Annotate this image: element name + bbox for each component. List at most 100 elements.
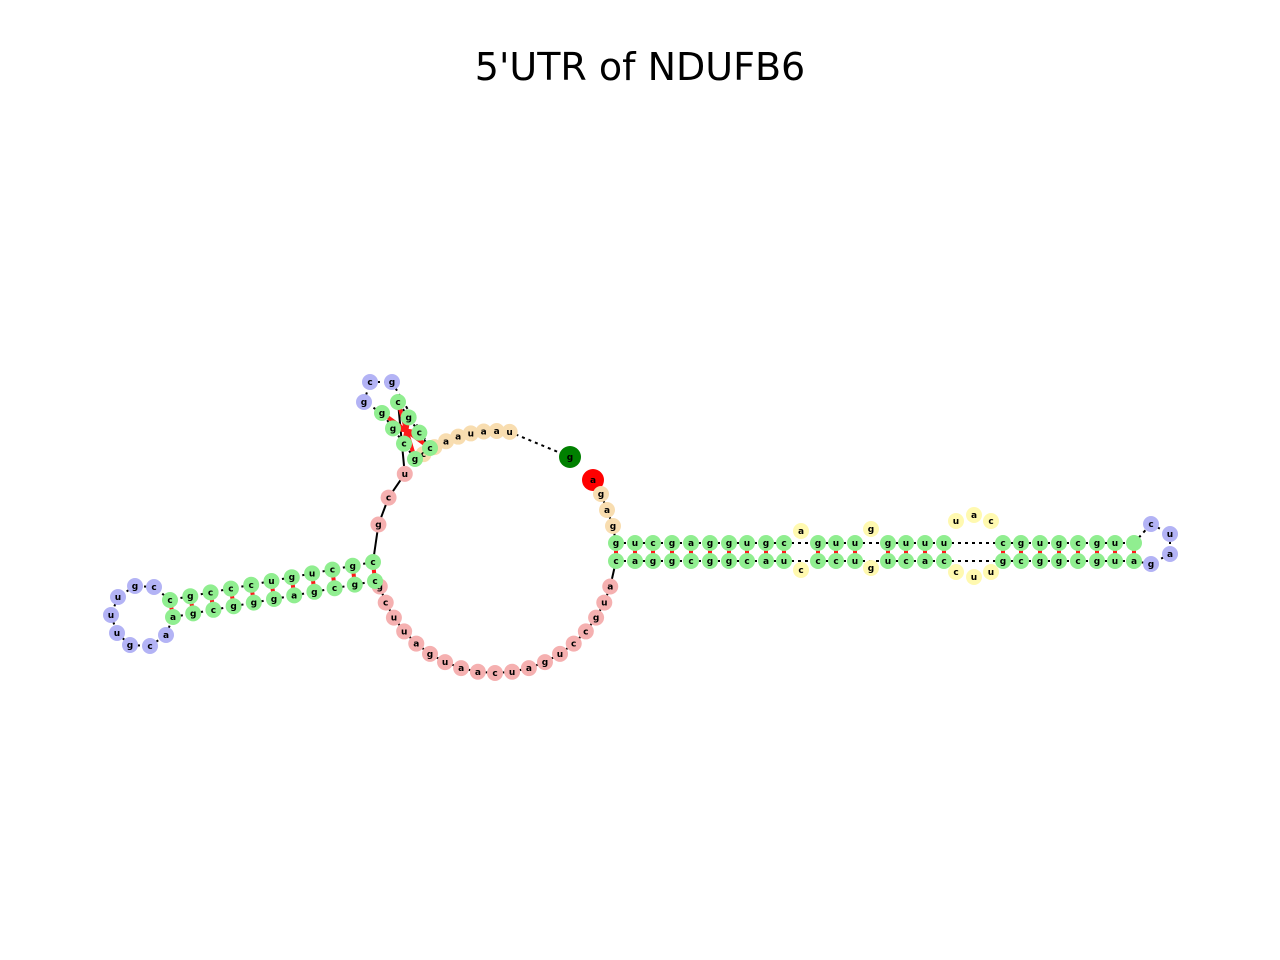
multiloop-nucleotide: g xyxy=(370,516,387,533)
nucleotide-circle xyxy=(162,592,178,608)
nucleotide-circle xyxy=(390,394,406,410)
nucleotide-letter: u xyxy=(833,539,839,549)
multiloop-nucleotide: a xyxy=(453,660,470,677)
nucleotide-letter: g xyxy=(885,539,891,549)
nucleotide-circle xyxy=(559,446,581,468)
nucleotide-circle xyxy=(898,535,914,551)
nucleotide-circle xyxy=(1032,535,1048,551)
right-helix-3p: g xyxy=(1089,553,1105,569)
nucleotide-circle xyxy=(721,535,737,551)
nucleotide-letter: a xyxy=(632,557,638,567)
nucleotide-circle xyxy=(599,502,615,518)
nucleotide-circle xyxy=(1013,553,1029,569)
five-prime-nucleotide: u xyxy=(501,423,518,440)
nucleotide-circle xyxy=(1143,556,1159,572)
nucleotide-circle xyxy=(828,553,844,569)
top-left-helix-5p: g xyxy=(407,451,423,467)
nucleotide-circle xyxy=(536,654,553,671)
nucleotide-circle xyxy=(608,535,624,551)
right-helix-3p: c xyxy=(683,553,699,569)
nucleotide-letter: a xyxy=(291,591,297,601)
nucleotide-letter: g xyxy=(352,581,358,591)
nucleotide-circle xyxy=(917,535,933,551)
nucleotide-circle xyxy=(488,423,505,440)
nucleotide-circle xyxy=(158,627,174,643)
nucleotide-letter: g xyxy=(190,609,196,619)
right-helix-5p: g xyxy=(758,535,774,551)
nucleotide-letter: g xyxy=(271,595,277,605)
five-prime-nucleotide: u xyxy=(462,425,479,442)
hairpin-loop-nucleotide: u xyxy=(110,589,126,605)
left-helix-5p: u xyxy=(263,573,280,589)
right-helix-5p: g xyxy=(702,535,718,551)
nucleotide-letter: g xyxy=(593,614,599,624)
nucleotide-letter: a xyxy=(170,613,176,623)
right-helix-3p: c xyxy=(810,553,826,569)
nucleotide-circle xyxy=(263,573,280,589)
nucleotide-circle xyxy=(202,584,219,601)
right-helix-5p: u xyxy=(1032,535,1048,551)
nucleotide-letter: g xyxy=(669,557,675,567)
interior-loop-nucleotide: a xyxy=(793,523,809,539)
nucleotide-letter: a xyxy=(413,640,419,650)
left-helix-5p: g xyxy=(283,569,300,586)
nucleotide-letter: c xyxy=(613,557,618,567)
nucleotide-letter: u xyxy=(601,599,607,609)
three-prime-tail-nucleotide: g xyxy=(593,486,609,502)
nucleotide-letter: u xyxy=(468,429,474,439)
right-helix-3p: u xyxy=(1107,553,1123,569)
top-left-helix-3p: g xyxy=(400,409,417,426)
nucleotide-letter: u xyxy=(402,470,408,480)
nucleotide-letter: g xyxy=(1056,539,1062,549)
nucleotide-letter: u xyxy=(852,557,858,567)
right-helix-5p: u xyxy=(739,535,755,551)
right-helix-3p: a xyxy=(1126,553,1142,569)
nucleotide-circle xyxy=(936,553,952,569)
nucleotide-circle xyxy=(453,660,470,677)
nucleotide-letter: g xyxy=(1094,557,1100,567)
multiloop-nucleotide: g xyxy=(536,654,553,671)
multiloop-nucleotide: c xyxy=(377,594,394,611)
nucleotide-circle xyxy=(739,553,755,569)
hairpin-loop-nucleotide: c xyxy=(146,579,162,595)
nucleotide-circle xyxy=(880,553,896,569)
nucleotide-letter: u xyxy=(1112,539,1118,549)
nucleotide-circle xyxy=(898,553,914,569)
nucleotide-letter: a xyxy=(1167,550,1173,560)
nucleotide-letter: g xyxy=(361,398,367,408)
top-left-helix-3p: c xyxy=(422,440,438,456)
interior-loop-nucleotide: g xyxy=(863,560,879,576)
nucleotide-letter: c xyxy=(417,429,422,439)
nucleotide-circle xyxy=(408,635,425,652)
right-helix-3p: g xyxy=(721,553,737,569)
left-helix-3p: a xyxy=(286,587,303,604)
nucleotide-letter: g xyxy=(669,539,675,549)
nucleotide-circle xyxy=(396,465,413,482)
nucleotide-circle xyxy=(520,660,537,677)
nucleotide-circle xyxy=(776,553,792,569)
nucleotide-letter: a xyxy=(1131,557,1137,567)
nucleotide-letter: g xyxy=(707,557,713,567)
left-helix-3p: g xyxy=(245,594,262,611)
nucleotide-letter: c xyxy=(1148,520,1153,530)
left-helix-5p: g xyxy=(182,588,199,605)
nucleotide-circle xyxy=(645,535,661,551)
right-helix-3p: u xyxy=(880,553,896,569)
right-helix-3p: g xyxy=(1051,553,1067,569)
nucleotide-letter: c xyxy=(744,557,749,567)
nucleotide-letter: g xyxy=(375,520,381,530)
nucleotide-letter: g xyxy=(613,539,619,549)
interior-loop-nucleotide: u xyxy=(983,564,999,580)
nucleotide-letter: c xyxy=(370,558,375,568)
nucleotide-letter: u xyxy=(922,539,928,549)
nucleotide-letter: c xyxy=(492,669,497,679)
nucleotide-letter: a xyxy=(443,437,449,447)
nucleotide-circle xyxy=(344,557,361,574)
left-helix-5p: g xyxy=(344,557,361,574)
nucleotide-letter: c xyxy=(583,627,588,637)
nucleotide-circle xyxy=(266,591,282,607)
nucleotide-circle xyxy=(487,665,503,681)
nucleotide-letter: g xyxy=(132,582,138,592)
hairpin-loop-nucleotide: a xyxy=(1162,546,1178,562)
